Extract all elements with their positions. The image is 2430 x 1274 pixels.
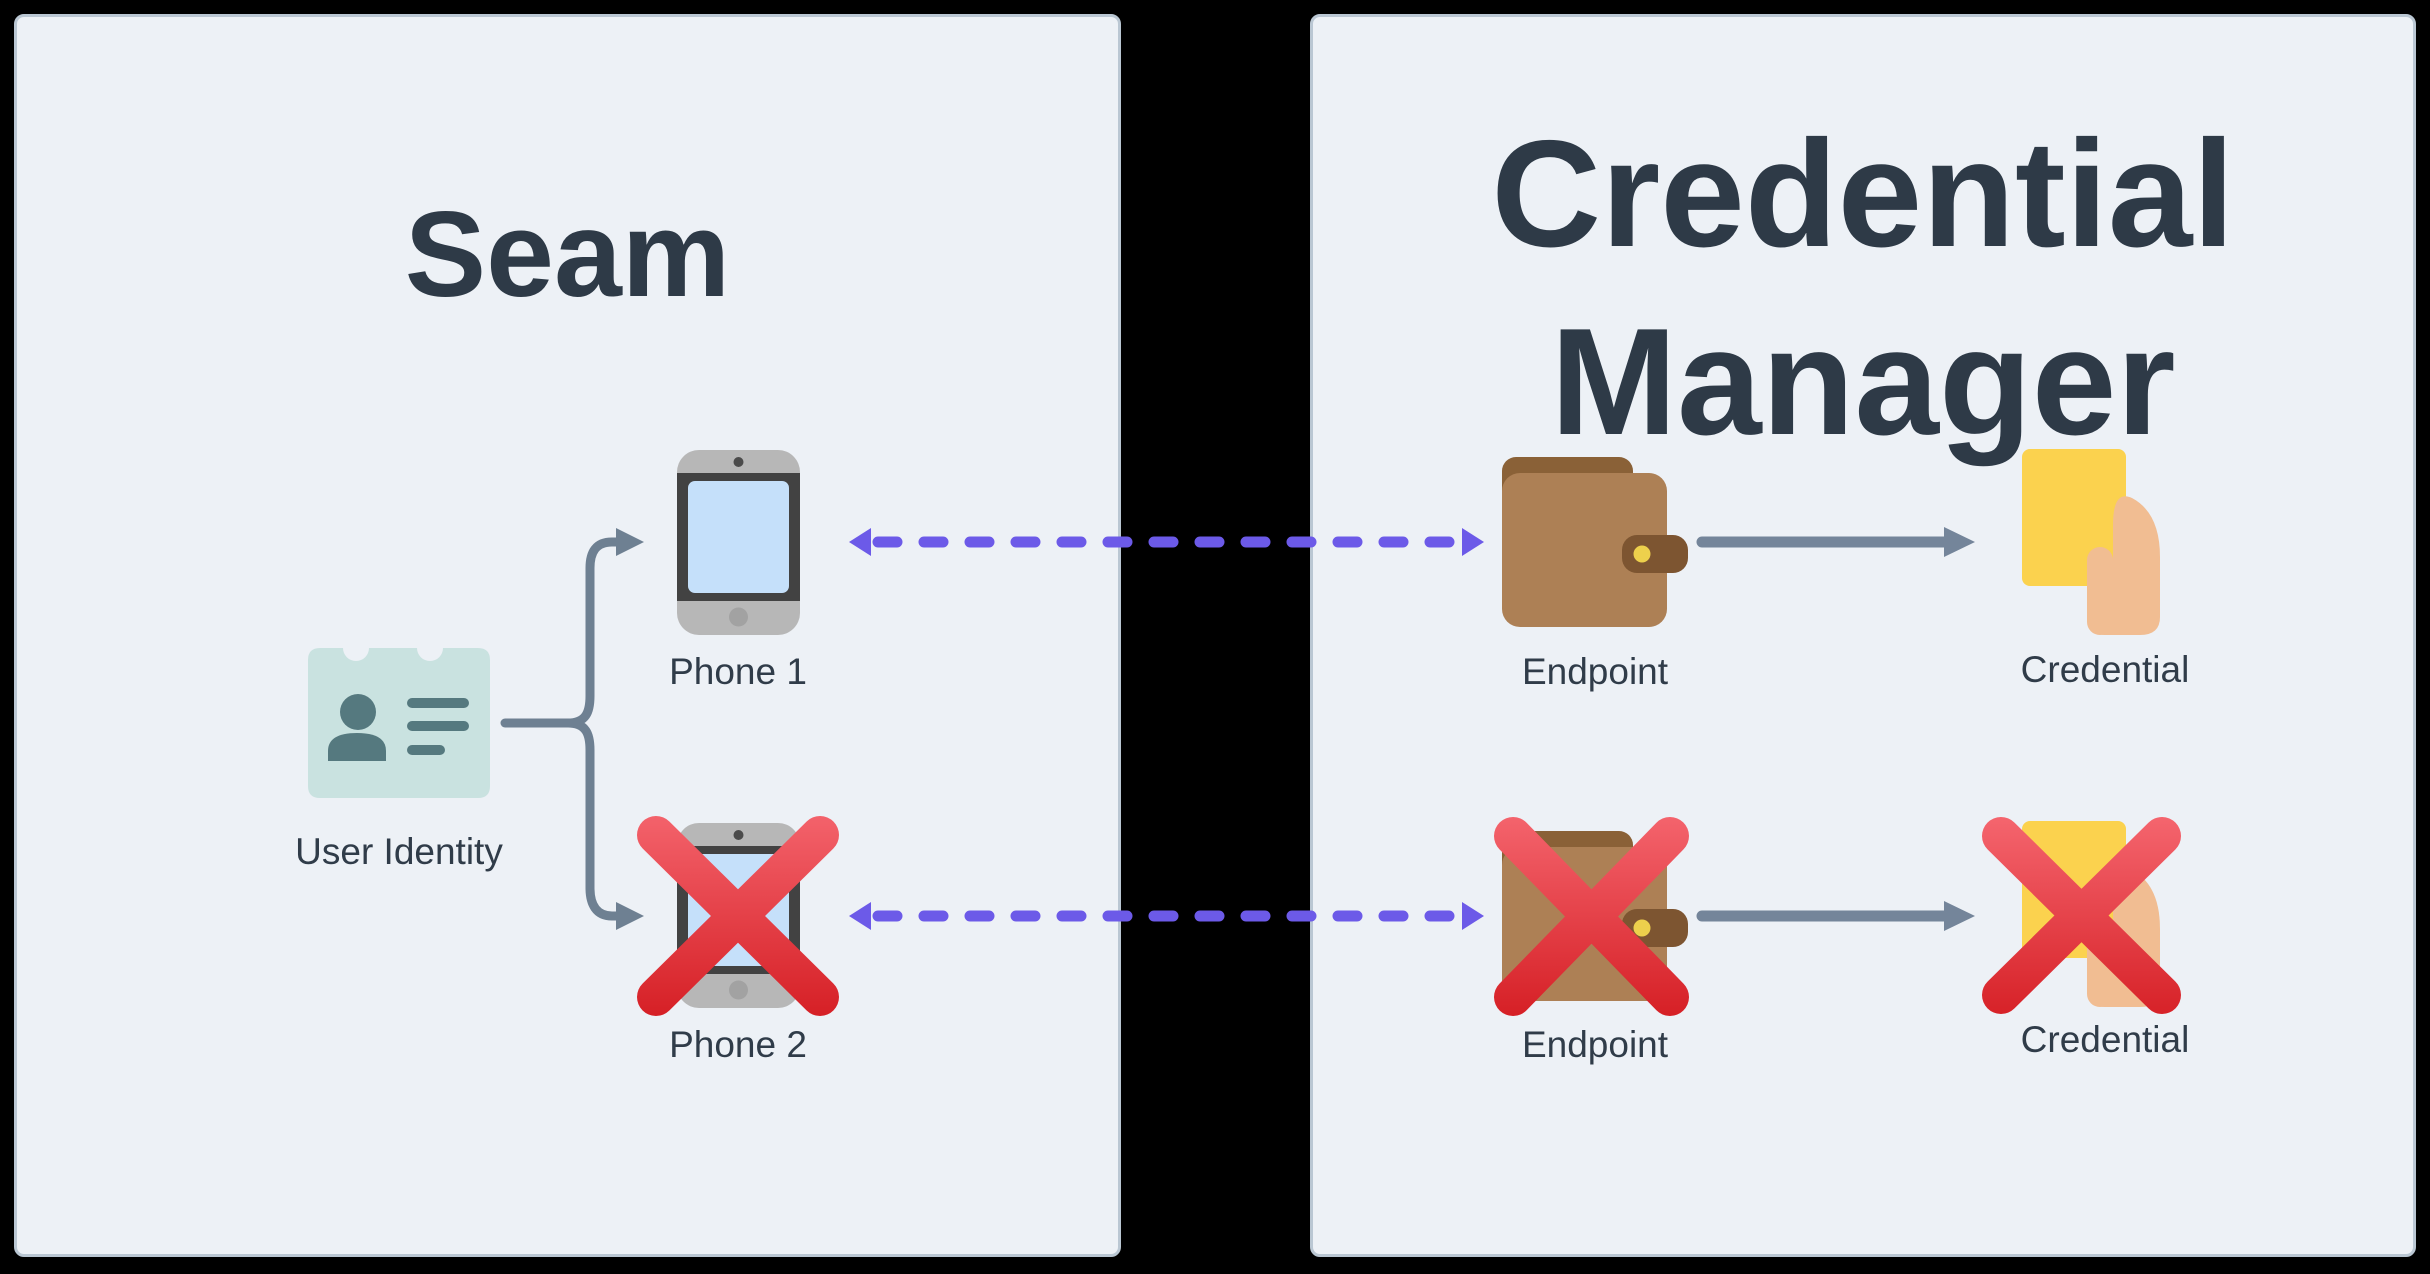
user-identity-label: User Identity [295, 831, 503, 872]
endpoint-row2-label: Endpoint [1521, 1024, 1669, 1065]
credential-row1-label: Credential [2020, 649, 2190, 690]
seam-panel-title: Seam [404, 186, 731, 322]
id-card-person [328, 694, 386, 761]
red-x-icon [1494, 817, 1689, 1016]
credential-hand-card-icon [2022, 449, 2160, 635]
red-x-icon [1982, 817, 2181, 1014]
phone2-label: Phone 2 [669, 1024, 807, 1065]
endpoint-wallet-icon [1502, 457, 1688, 627]
endpoint-wallet-crossed-icon [1494, 817, 1689, 1016]
credential-manager-panel [1310, 14, 2416, 1257]
phone1-label: Phone 1 [669, 651, 807, 692]
credential-row2-label: Credential [2020, 1019, 2190, 1060]
id-card-icon [308, 648, 490, 798]
id-card-text-lines [407, 698, 469, 755]
credential-hand-card-crossed-icon [1982, 817, 2181, 1014]
credential-manager-panel-title: Credential Manager [1491, 109, 2235, 467]
phone2-smartphone-crossed-icon [637, 816, 839, 1016]
phone1-smartphone-icon [677, 450, 800, 635]
endpoint-row1-label: Endpoint [1521, 651, 1669, 692]
red-x-icon [637, 816, 839, 1016]
hand [2087, 496, 2160, 635]
